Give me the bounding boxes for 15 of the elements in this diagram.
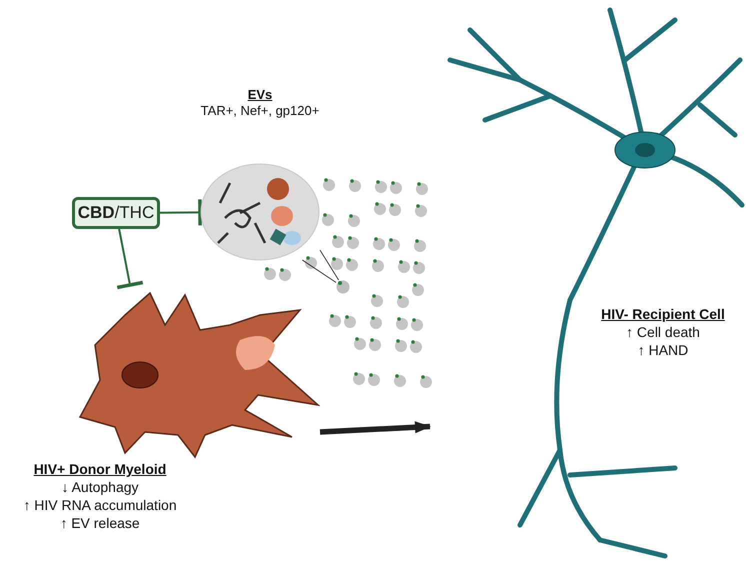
arrow (320, 421, 431, 435)
inhibitor-box: CBD/THC (72, 197, 160, 229)
cell-feature-text: ↓ Autophagy (60, 478, 140, 496)
leader-line (320, 250, 339, 280)
cell-feature-text: ↑ EV release (59, 514, 141, 532)
cell-feature-text: ↑ HAND (636, 341, 690, 359)
inhibition-line (116, 228, 144, 290)
leader-line (302, 260, 336, 283)
cell-heading: HIV- Recipient Cell (600, 305, 726, 323)
cell-heading: HIV+ Donor Myeloid (32, 460, 168, 478)
cell-feature-text: ↑ HIV RNA accumulation (22, 496, 178, 514)
ev-cargo-text: TAR+, Nef+, gp120+ (200, 103, 320, 119)
ev-heading: EVs (246, 87, 274, 103)
cell-feature-text: ↑ Cell death (625, 323, 701, 341)
inhibition-line (160, 198, 202, 228)
